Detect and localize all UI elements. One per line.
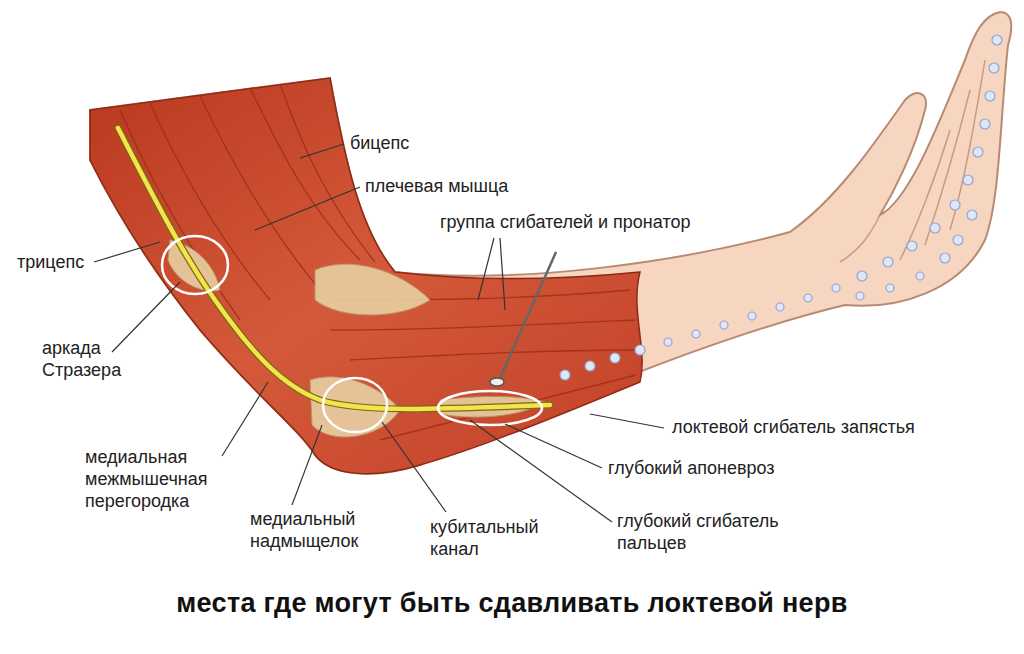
anatomy-label: медиальная межмышечная перегородка <box>85 446 235 512</box>
anatomy-label: группа сгибателей и пронатор <box>440 211 760 233</box>
anatomy-label: бицепс <box>350 132 470 154</box>
compression-circles <box>162 236 542 432</box>
anatomy-label: трицепс <box>17 251 117 273</box>
skin-outline <box>90 12 1011 474</box>
anatomy-label: аркада Стразера <box>42 337 152 381</box>
muscle-fibres <box>120 84 638 440</box>
ulnar-nerve <box>118 128 550 409</box>
finger-lines <box>840 60 985 262</box>
anatomy-label: глубокий апоневроз <box>608 457 828 479</box>
sensory-dots <box>560 35 1002 380</box>
anatomy-label: медиальный надмыщелок <box>250 508 380 552</box>
figure-caption: места где могут быть сдавливать локтевой… <box>0 588 1024 619</box>
anatomy-label: глубокий сгибатель пальцев <box>617 510 807 554</box>
anatomy-label: плечевая мышца <box>365 175 565 197</box>
probe <box>490 252 556 386</box>
muscle-region <box>90 78 642 474</box>
anatomy-label: кубитальный канал <box>430 516 540 560</box>
anatomy-label: локтевой сгибатель запястья <box>672 416 992 438</box>
ulnar-nerve-outline <box>118 128 550 409</box>
